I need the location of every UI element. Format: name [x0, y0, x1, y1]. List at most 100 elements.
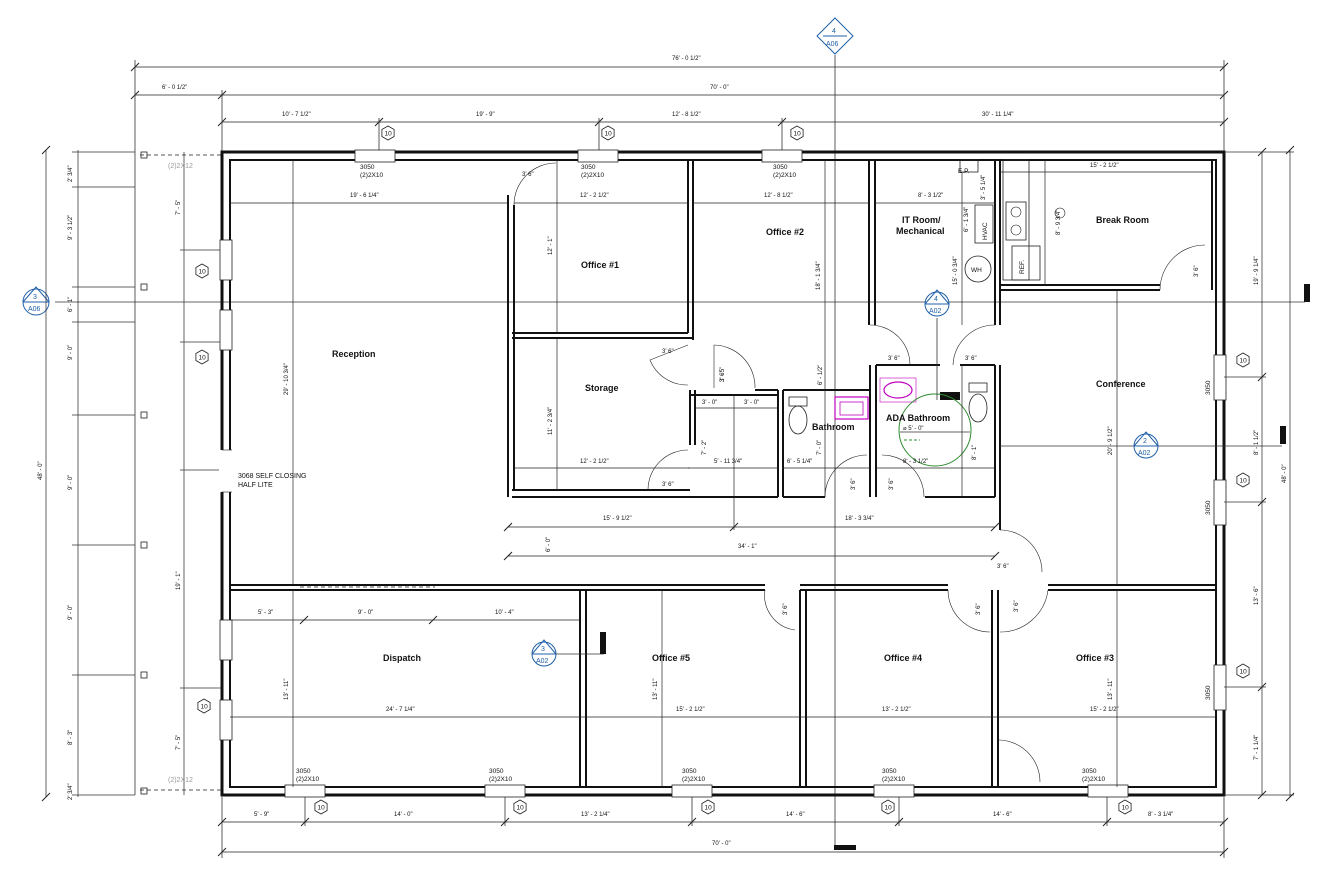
dim-left-extension: 6' - 0 1/2" [162, 85, 187, 91]
top-dimensions: 76' - 0 1/2" 6' - 0 1/2" 70' - 0" 10' - … [130, 56, 1229, 795]
wall-type-tag-label: 10 [199, 269, 207, 276]
svg-text:8' - 3 1/2": 8' - 3 1/2" [918, 193, 943, 199]
svg-text:7' - 5": 7' - 5" [176, 735, 182, 750]
svg-text:A02: A02 [929, 308, 942, 315]
svg-text:9' - 0": 9' - 0" [68, 605, 74, 620]
svg-text:5' - 9": 5' - 9" [254, 812, 269, 818]
wall-type-tag-label: 10 [517, 805, 525, 812]
wall-type-tag-label: 10 [705, 805, 713, 812]
svg-text:13' - 11": 13' - 11" [1108, 678, 1114, 700]
svg-text:3' 6": 3' 6" [997, 564, 1009, 570]
wall-type-tag: 10 [701, 799, 715, 815]
wall-type-tag-label: 10 [885, 805, 893, 812]
svg-text:4: 4 [832, 28, 836, 35]
wall-type-tag: 10 [197, 698, 211, 714]
svg-text:70' - 0": 70' - 0" [712, 841, 731, 847]
svg-text:3' 6": 3' 6" [965, 356, 977, 362]
wall-type-tag: 10 [881, 799, 895, 815]
svg-text:⌀ 5' - 0": ⌀ 5' - 0" [903, 426, 924, 432]
svg-text:12' - 2 1/2": 12' - 2 1/2" [580, 193, 609, 199]
room-office-2: Office #2 [766, 227, 804, 237]
room-office-1: Office #1 [581, 260, 619, 270]
svg-text:3' - 0": 3' - 0" [702, 400, 717, 406]
svg-text:18' - 3 3/4": 18' - 3 3/4" [845, 516, 874, 522]
svg-text:3050: 3050 [882, 768, 897, 775]
left-porch: (2)2X12 (2)2X12 [140, 151, 222, 795]
svg-text:6' - 1/2": 6' - 1/2" [818, 365, 824, 385]
right-dimensions: 19' - 9 1/4" 8' - 1 1/2" 13' - 6" 7' - 1… [1224, 145, 1295, 802]
svg-text:6' - 1": 6' - 1" [68, 297, 74, 312]
svg-text:(2)2X10: (2)2X10 [296, 776, 320, 783]
svg-text:WH: WH [971, 267, 982, 274]
dim-top-seg2: 19' - 9" [476, 112, 495, 118]
section-marker-conference: 2 A02 [1000, 426, 1286, 459]
svg-text:2: 2 [1143, 438, 1147, 445]
svg-text:3050: 3050 [1205, 685, 1212, 700]
svg-text:3050: 3050 [581, 164, 596, 171]
svg-text:19' - 9 1/4": 19' - 9 1/4" [1254, 256, 1260, 285]
wall-type-tag-label: 10 [794, 131, 802, 138]
exterior-walls [219, 149, 1227, 798]
svg-text:6' - 0": 6' - 0" [546, 537, 552, 552]
wall-type-tag-label: 10 [201, 704, 209, 711]
svg-text:(2)2X10: (2)2X10 [682, 776, 706, 783]
svg-text:3' 6": 3' 6" [1014, 600, 1020, 612]
svg-text:3' 6": 3' 6" [662, 482, 674, 488]
room-bathroom: Bathroom [812, 422, 855, 432]
section-marker-left: 3 A06 [22, 284, 1310, 316]
svg-text:3' 6": 3' 6" [720, 370, 726, 382]
room-ada-bathroom: ADA Bathroom [886, 413, 950, 423]
svg-text:13' - 6": 13' - 6" [1254, 586, 1260, 605]
svg-text:9' - 0": 9' - 0" [358, 610, 373, 616]
section-marker-ada: 4 A02 [924, 289, 950, 400]
svg-text:24' - 7 1/4": 24' - 7 1/4" [386, 707, 415, 713]
svg-text:5' - 3": 5' - 3" [258, 610, 273, 616]
room-reception: Reception [332, 349, 376, 359]
svg-text:7' - 5": 7' - 5" [176, 200, 182, 215]
svg-text:48' - 0": 48' - 0" [38, 461, 44, 480]
svg-text:(2)2X10: (2)2X10 [360, 172, 384, 179]
svg-text:A06: A06 [826, 41, 839, 48]
svg-text:11' - 2 3/4": 11' - 2 3/4" [548, 407, 554, 435]
svg-text:6' - 1 3/4": 6' - 1 3/4" [964, 207, 970, 232]
svg-text:13' - 2 1/4": 13' - 2 1/4" [581, 812, 610, 818]
svg-text:15' - 0 3/4": 15' - 0 3/4" [953, 256, 959, 285]
svg-text:14' - 0": 14' - 0" [394, 812, 413, 818]
room-dispatch: Dispatch [383, 653, 421, 663]
svg-text:(2)2X12: (2)2X12 [168, 163, 193, 170]
svg-text:8' - 3 1/2": 8' - 3 1/2" [903, 459, 928, 465]
interior-walls [230, 160, 1216, 787]
room-it-mechanical: IT Room/ [902, 215, 941, 225]
svg-text:12' - 8 1/2": 12' - 8 1/2" [764, 193, 793, 199]
dim-top-seg1: 10' - 7 1/2" [282, 112, 311, 118]
dim-top-seg4: 30' - 11 1/4" [982, 112, 1014, 118]
svg-text:3050: 3050 [296, 768, 311, 775]
room-office-4: Office #4 [884, 653, 922, 663]
svg-text:3050: 3050 [773, 164, 788, 171]
svg-text:34' - 1": 34' - 1" [738, 544, 757, 550]
svg-text:(2)2X10: (2)2X10 [581, 172, 605, 179]
wall-type-tag: 10 [314, 799, 328, 815]
svg-text:2' 3/4": 2' 3/4" [68, 783, 74, 800]
interior-dimensions: 19' - 6 1/4" 29' - 10 3/4" 12' - 2 1/2" … [230, 160, 1216, 787]
svg-text:8' - 3": 8' - 3" [68, 730, 74, 745]
dim-building-width: 70' - 0" [710, 85, 729, 91]
svg-text:14' - 6": 14' - 6" [786, 812, 805, 818]
door-swings [513, 162, 1206, 783]
entry-door-note: 3068 SELF CLOSING [238, 473, 306, 480]
svg-text:15' - 2 1/2": 15' - 2 1/2" [1090, 707, 1119, 713]
svg-text:7' - 2": 7' - 2" [702, 440, 708, 455]
svg-text:A02: A02 [536, 658, 549, 665]
svg-text:7' - 0": 7' - 0" [817, 440, 823, 455]
svg-text:15' - 9 1/2": 15' - 9 1/2" [603, 516, 632, 522]
wall-type-tag: 10 [790, 125, 804, 141]
svg-text:10' - 4": 10' - 4" [495, 610, 514, 616]
svg-text:8' - 1 1/2": 8' - 1 1/2" [1254, 430, 1260, 455]
wall-type-tag-label: 10 [1122, 805, 1130, 812]
wall-type-tag: 10 [1236, 352, 1250, 368]
door-labels: 3' 6" 3' 6" 3' 6" 3' 6" 3' 6" 3' 6" 3' 6… [522, 172, 1200, 615]
svg-text:3050: 3050 [1205, 380, 1212, 395]
svg-text:3' 6": 3' 6" [976, 603, 982, 615]
svg-text:A06: A06 [28, 306, 41, 313]
svg-text:15' - 2 1/2": 15' - 2 1/2" [676, 707, 705, 713]
